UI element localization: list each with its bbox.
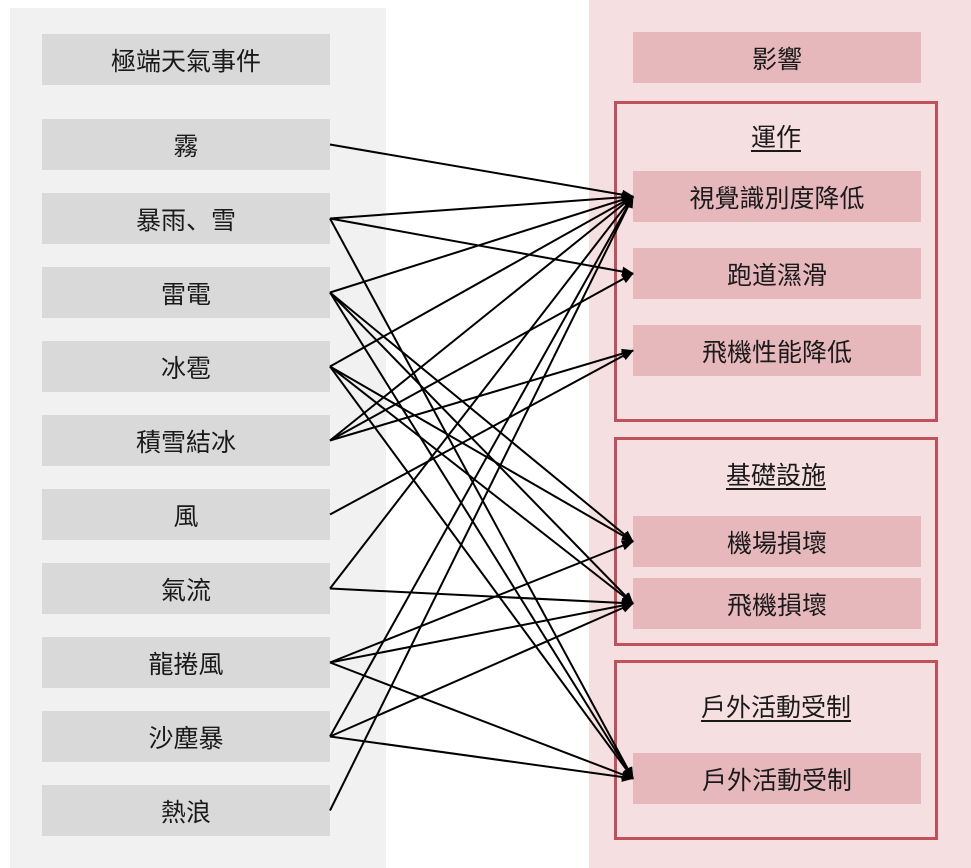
edge-wind-to-performance xyxy=(329,349,634,516)
event-ice: 積雪結冰 xyxy=(42,415,330,466)
edge-rain-snow-to-visibility xyxy=(329,192,634,220)
edge-sandstorm-to-outdoor-limit xyxy=(329,735,634,782)
impacts-panel xyxy=(589,0,971,868)
event-rain-snow: 暴雨、雪 xyxy=(42,193,330,244)
edge-hail-to-outdoor-limit xyxy=(329,365,634,780)
edge-turbulence-to-visibility xyxy=(329,195,634,590)
edge-turbulence-to-aircraft-damage xyxy=(329,587,634,608)
edge-thunder-to-airport-damage xyxy=(329,291,634,543)
edge-ice-to-performance xyxy=(329,348,634,442)
group-outdoor-title: 戶外活動受制 xyxy=(700,693,851,722)
edge-hail-to-aircraft-damage xyxy=(329,365,634,605)
event-hail: 冰雹 xyxy=(42,341,330,392)
impact-aircraft-damage: 飛機損壞 xyxy=(633,578,921,629)
edge-heatwave-to-visibility xyxy=(329,195,634,811)
events-header: 極端天氣事件 xyxy=(42,34,330,85)
event-heatwave: 熱浪 xyxy=(42,785,330,836)
impact-outdoor-limit: 戶外活動受制 xyxy=(633,753,921,804)
event-turbulence: 氣流 xyxy=(42,563,330,614)
impacts-header: 影響 xyxy=(633,32,921,83)
edge-sandstorm-to-visibility xyxy=(329,195,634,737)
group-infrastructure-frame xyxy=(614,437,938,646)
edge-thunder-to-outdoor-limit xyxy=(329,291,634,780)
edge-ice-to-runway xyxy=(329,272,634,442)
impact-airport-damage: 機場損壞 xyxy=(633,516,921,567)
edge-rain-snow-to-outdoor-limit xyxy=(329,218,634,780)
edge-sandstorm-to-aircraft-damage xyxy=(329,602,634,738)
edge-hail-to-visibility xyxy=(329,195,634,368)
event-tornado: 龍捲風 xyxy=(42,637,330,688)
event-wind: 風 xyxy=(42,489,330,540)
edge-tornado-to-aircraft-damage xyxy=(329,600,634,664)
edge-rain-snow-to-runway xyxy=(329,217,634,277)
event-sandstorm: 沙塵暴 xyxy=(42,711,330,762)
edge-fog-to-visibility xyxy=(329,143,634,200)
edge-hail-to-airport-damage xyxy=(329,365,634,543)
impact-visibility: 視覺識別度降低 xyxy=(633,171,921,222)
impact-performance: 飛機性能降低 xyxy=(633,325,921,376)
event-fog: 霧 xyxy=(42,119,330,170)
edge-ice-to-visibility xyxy=(329,195,634,442)
group-infrastructure-title: 基礎設施 xyxy=(725,461,826,490)
impact-runway: 跑道濕滑 xyxy=(633,248,921,299)
group-operation-frame xyxy=(614,101,938,422)
edge-thunder-to-visibility xyxy=(329,195,634,294)
edge-tornado-to-outdoor-limit xyxy=(329,661,634,780)
edge-thunder-to-aircraft-damage xyxy=(329,291,634,605)
event-thunder: 雷電 xyxy=(42,267,330,318)
group-operation-title: 運作 xyxy=(750,123,801,152)
edge-tornado-to-airport-damage xyxy=(329,540,634,664)
